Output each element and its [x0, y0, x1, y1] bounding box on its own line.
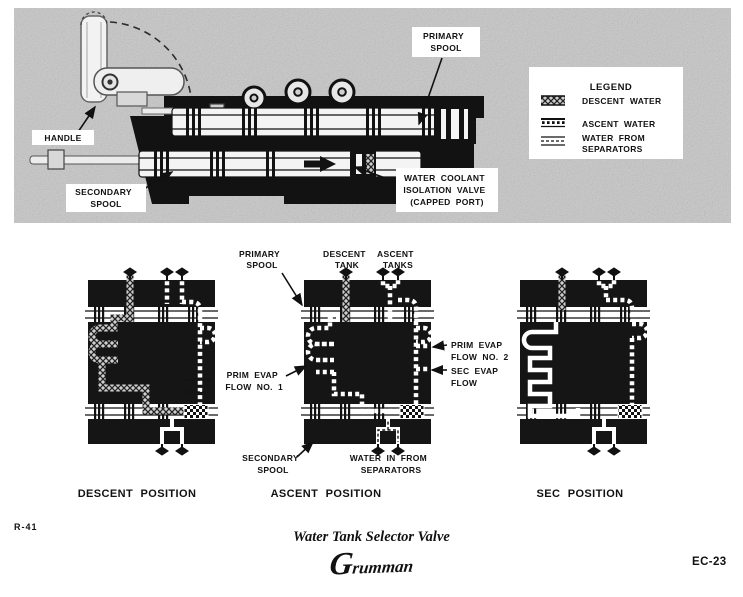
sec-evap-flow-label: SEC EVAP FLOW — [451, 366, 503, 388]
svg-text:WATER COOLANT ISOLAT: WATER COOLANT ISOLATION VALVE (CAPPED PO… — [403, 173, 490, 207]
position-diagrams: PRIMARY SPOOL DESCENT TANK ASCENT TANKS … — [78, 249, 651, 500]
prim-evap-2-leader — [431, 340, 448, 351]
descent-water-hatch-swatch — [541, 95, 565, 106]
secondary-spool-cylinder — [29, 148, 422, 180]
legend-box — [529, 67, 683, 159]
legend-title: LEGEND — [590, 82, 633, 93]
handle-assembly — [80, 11, 185, 107]
handle-leader-arrow — [77, 105, 96, 133]
secondary-spool-label: SECONDARY SPOOL — [66, 184, 146, 212]
prim-evap-flow-2-label: PRIM EVAP FLOW NO. 2 — [451, 340, 509, 362]
port-markers — [339, 267, 405, 456]
prim-evap-flow-1-label: PRIM EVAP FLOW NO. 1 — [225, 370, 283, 392]
flow-arrow-icon — [304, 156, 336, 172]
separator-water-dash-swatch — [541, 136, 565, 146]
svg-text:HANDLE: HANDLE — [44, 133, 81, 143]
separator-water-dash-path — [377, 420, 399, 442]
ascent-water-flow-path — [596, 274, 650, 414]
primary-spool-label: PRIMARY SPOOL — [412, 27, 480, 57]
diagram-ascent-position — [300, 267, 435, 456]
sec-water-flow-path — [521, 322, 581, 419]
port-markers — [123, 267, 189, 456]
figure-reference: R-41 — [14, 522, 38, 532]
caption-sec-position: SEC POSITION — [536, 488, 623, 500]
valve-element-block — [183, 404, 209, 419]
isolation-valve-leader-arrow — [353, 166, 397, 183]
secondary-spool-diagram-label: SECONDARY SPOOL — [242, 453, 304, 475]
svg-text:DESCENT WATER: DESCENT WATER — [582, 96, 661, 106]
ascent-tanks-label: ASCENT TANKS — [377, 249, 419, 270]
legend: LEGEND DESCENT WATER — [529, 67, 683, 159]
grumman-logo: Grumman — [0, 544, 743, 582]
figure-title: Water Tank Selector Valve — [293, 529, 450, 545]
primary-spool-diagram-leader — [281, 272, 303, 307]
svg-text:SECONDARY SPOOL: SECONDARY SPOOL — [75, 187, 137, 209]
primary-spool-cylinder — [171, 104, 476, 144]
position-diagrams-section: PRIMARY SPOOL DESCENT TANK ASCENT TANKS … — [0, 235, 743, 500]
grumman-logo-text: Grumman — [327, 544, 414, 582]
valve-element-block — [617, 404, 643, 419]
ascent-water-dots-swatch — [541, 118, 565, 128]
legend-item-water-from-separators: WATER FROM — [582, 133, 645, 143]
primary-spool-diagram-label: PRIMARY SPOOL — [239, 249, 285, 270]
isolation-valve-label: WATER COOLANT ISOLATION VALVE (CAPPED PO… — [396, 168, 498, 212]
handle-label: HANDLE — [32, 130, 94, 145]
prim-evap-1-leader — [285, 365, 308, 377]
valve-block — [520, 280, 647, 444]
valve-photo: HANDLE SECONDARY SPOOL PRIMARY SPOOL — [14, 8, 731, 223]
caption-descent-position: DESCENT POSITION — [78, 488, 197, 500]
caption-ascent-position: ASCENT POSITION — [271, 488, 382, 500]
ascent-water-flow-path — [305, 274, 434, 414]
port-markers — [555, 267, 621, 456]
diagram-descent-position — [84, 267, 219, 456]
descent-water-flow-path — [88, 274, 184, 415]
separator-water-dash-path — [186, 379, 212, 393]
legend-item-ascent-water: ASCENT WATER — [582, 119, 655, 129]
diagram-sec-position — [516, 267, 651, 456]
valve-element-block — [399, 404, 425, 419]
svg-text:PRIMARY SPOOL: PRIMARY SPOOL — [423, 31, 469, 53]
separator-inlet-channel — [160, 419, 184, 444]
descent-tank-label: DESCENT TANK — [323, 249, 371, 270]
svg-text:LEGEND: LEGEND — [590, 82, 633, 93]
separator-inlet-channel — [592, 419, 616, 444]
legend-item-descent-water: DESCENT WATER — [582, 96, 661, 106]
primary-spool-leader-arrow — [417, 57, 443, 126]
page-number: EC-23 — [692, 556, 727, 568]
secondary-spool-diagram-leader — [296, 440, 315, 458]
handle-rotation-arc — [109, 21, 193, 109]
ascent-water-flow-path — [164, 274, 218, 404]
water-in-from-separators-label: WATER IN FROM SEPARATORS — [350, 453, 432, 475]
svg-text:WATER FROM SEPARATOR: WATER FROM SEPARATORS — [582, 133, 650, 154]
valve-photo-section: HANDLE SECONDARY SPOOL PRIMARY SPOOL — [14, 8, 731, 223]
svg-text:ASCENT WATER: ASCENT WATER — [582, 119, 655, 129]
